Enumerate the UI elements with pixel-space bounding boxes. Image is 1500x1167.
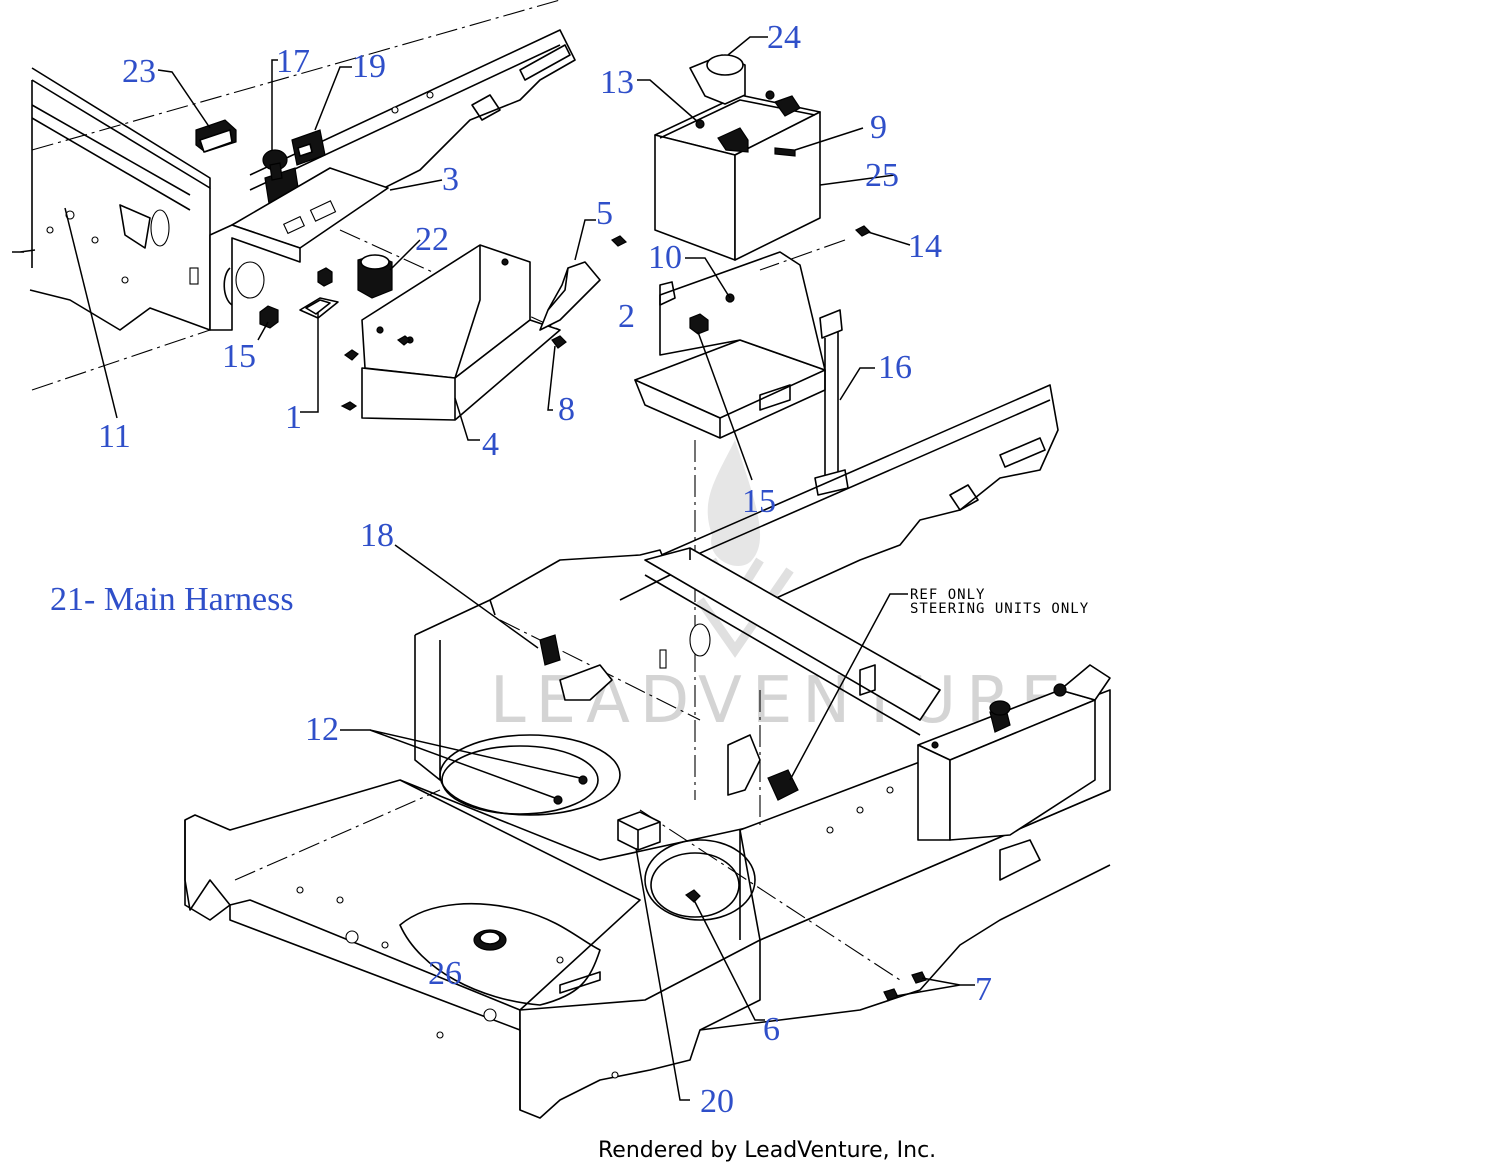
part-6-bolt — [684, 889, 701, 903]
upper-rear-rail — [249, 29, 576, 191]
part-26-grommet — [473, 929, 507, 951]
callout-23: 23 — [122, 53, 156, 90]
part-23-switch — [195, 119, 237, 153]
callout-16: 16 — [878, 349, 912, 386]
part-22-ignition-switch — [357, 254, 393, 299]
part-14-nut — [854, 225, 872, 237]
callout-18: 18 — [360, 517, 394, 554]
part-8-bolt — [551, 335, 567, 349]
callout-11: 11 — [98, 418, 131, 455]
callout-3: 3 — [442, 161, 459, 198]
part-2-battery-tray — [634, 251, 826, 439]
steering-interlock-switch — [727, 734, 799, 801]
callout-17: 17 — [276, 43, 310, 80]
part-12-screws — [553, 775, 588, 805]
callout-labels: 23 17 19 3 5 22 15 1 4 8 11 13 24 9 25 1… — [98, 19, 992, 1120]
part-20-relay — [617, 811, 661, 851]
ref-note-line-2: STEERING UNITS ONLY — [910, 601, 1089, 617]
callout-24: 24 — [767, 19, 801, 56]
part-19-connector — [291, 129, 326, 166]
main-harness-label: 21- Main Harness — [50, 581, 294, 618]
part-18-seat-switch — [539, 634, 613, 701]
callout-26: 26 — [428, 955, 462, 992]
callout-7: 7 — [975, 971, 992, 1008]
callout-5: 5 — [596, 195, 613, 232]
footer-credit: Rendered by LeadVenture, Inc. — [598, 1138, 936, 1163]
callout-1: 1 — [285, 399, 302, 436]
callout-2: 2 — [618, 298, 635, 335]
callout-20: 20 — [700, 1083, 734, 1120]
callout-6: 6 — [763, 1011, 780, 1048]
installed-dash-assembly — [917, 664, 1111, 841]
small-bolt — [610, 235, 628, 247]
leader-lines — [64, 36, 975, 1101]
callout-10: 10 — [648, 239, 682, 276]
strap-centerline — [759, 239, 846, 271]
part-15-nut-left — [259, 305, 279, 329]
callout-9: 9 — [870, 109, 887, 146]
part-16-battery-strap — [814, 309, 849, 496]
part-4-dash-housing — [340, 244, 561, 421]
callout-13: 13 — [600, 64, 634, 101]
part-7-bolts — [883, 971, 927, 1001]
mount-nut — [317, 267, 333, 287]
callout-4: 4 — [482, 426, 499, 463]
callout-15-right: 15 — [742, 483, 776, 520]
part-5-bracket — [539, 261, 601, 331]
part-1-bezel — [299, 297, 339, 319]
callout-22: 22 — [415, 221, 449, 258]
callout-12: 12 — [305, 711, 339, 748]
callout-19: 19 — [352, 48, 386, 85]
ref-note-line-1: REF ONLY — [910, 587, 985, 603]
callout-15-left: 15 — [222, 338, 256, 375]
callout-25: 25 — [865, 157, 899, 194]
part-24-terminal-cover — [689, 54, 746, 105]
part-25-battery — [654, 90, 821, 261]
callout-8: 8 — [558, 391, 575, 428]
callout-14: 14 — [908, 228, 942, 265]
